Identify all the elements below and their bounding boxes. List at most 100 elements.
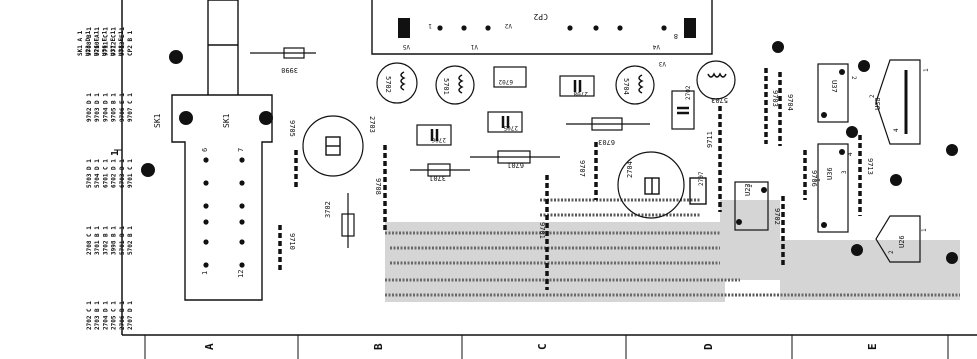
svg-text:U26: U26 [898,235,906,248]
svg-text:1: 1 [815,178,822,182]
mount-hole [141,163,155,177]
resistor-3702: 3702 [324,193,355,248]
svg-text:1: 1 [923,68,930,72]
jumper-9713-label: 9713 [866,158,874,175]
jumper-9711-label: 9711 [706,131,714,148]
svg-text:2: 2 [850,76,857,80]
jumper-9706-label: 9706 [810,170,818,187]
cp2-pin-v1: V1 [470,43,478,50]
coil-5703: 5703 [696,60,736,104]
grid-column-a: A [203,343,216,350]
r3998-body [283,47,305,59]
jumper-9701-label: 9701 [538,222,546,239]
mount-hole [858,60,870,72]
resistor-6701: 6701 [470,150,560,169]
ic-u23: U23 1 [734,181,769,231]
svg-text:2: 2 [869,94,876,98]
mount-hole [946,144,958,156]
copper-dither [385,200,960,302]
cp2-pin-v4: V4 [652,43,660,50]
svg-text:U36: U36 [826,167,834,180]
svg-text:2704: 2704 [626,161,634,178]
svg-text:1: 1 [747,184,754,188]
svg-text:6701: 6701 [507,161,524,169]
mount-hole [946,252,958,264]
cp2-label: CP2 [533,12,548,21]
copper-traces [385,198,960,297]
svg-text:4: 4 [893,128,900,132]
jumpers [278,68,862,290]
grid-row-1: 1 [110,150,121,156]
svg-text:2705: 2705 [503,124,518,131]
sk1-pin7-label: 7 [237,148,245,152]
jumper-9702-label: 9702 [773,208,781,225]
cp2-outline [371,0,713,55]
cp2-pin-v5: V5 [402,43,410,50]
sk1-pin12-label: 12 [237,270,245,278]
sk1-pin1-label: 1 [201,271,209,275]
svg-text:3702: 3702 [324,201,332,218]
cp2-pin-v3: V3 [658,60,666,67]
cp2-key [398,18,410,38]
svg-text:2706: 2706 [431,136,446,143]
svg-text:U37: U37 [830,80,838,93]
ic-u37: U37 2 [817,63,857,123]
cp2-pin1: 1 [428,22,432,29]
grid-column-b: B [372,343,385,350]
resistor-3701: 3701 [410,163,470,182]
sk1-mount-hole [259,111,273,125]
sk1-pins [203,157,245,268]
jumper-9704-label: 9704 [786,94,794,111]
capacitor-6702: 6702 [493,66,527,88]
coil-5702: 5702 [376,62,418,104]
cp2-pin8: 8 [674,32,678,40]
ic-u26: U26 2 1 [875,215,928,263]
svg-text:6703: 6703 [598,138,615,146]
svg-text:2707: 2707 [698,171,705,186]
reference-entry: U37 E 1 [109,30,117,56]
svg-text:2702: 2702 [685,85,692,100]
svg-text:U38: U38 [874,97,882,110]
svg-text:6702: 6702 [498,78,513,85]
grid-column-c: C [536,343,549,350]
svg-text:5701: 5701 [442,78,450,95]
svg-text:1: 1 [921,228,928,232]
sk1-pin6-label: 6 [201,148,209,152]
jumper-9703-label: 9703 [771,90,779,107]
mount-hole [846,126,858,138]
cp2-key [684,18,696,38]
capacitor-2703: 2703 [302,115,376,177]
svg-text:U23: U23 [744,183,752,196]
jumper-9705-label: 9705 [288,120,296,137]
grid-column-e: E [866,343,879,350]
grid-column-d: D [702,343,715,350]
cp2-pins [437,25,667,31]
mount-hole [851,244,863,256]
svg-text:3701: 3701 [429,174,446,182]
jumper-9707-label: 9707 [578,160,586,177]
ic-u38: U38 1 2 4 [869,59,930,145]
coil-5704: 5704 [615,65,655,105]
sk1-outline [171,0,273,301]
sk1-mount-hole [179,111,193,125]
svg-text:5703: 5703 [711,96,728,104]
capacitor-2702: 2702 [671,85,695,130]
reference-entry: U26 E 1 [93,30,101,56]
capacitor-2706: 2706 [416,124,452,146]
coil-5701: 5701 [435,65,475,105]
svg-text:4: 4 [847,152,854,156]
reference-entry: U36 E 1 [101,30,109,56]
ic-u36: U36 1 3 4 [815,143,854,233]
mount-hole [890,174,902,186]
capacitor-2708: 2708 [559,75,595,97]
resistor-6703: 6703 [566,117,650,146]
capacitor-2707: 2707 [689,171,707,205]
cp2-pin-v2: V2 [504,22,512,29]
capacitor-2704: 2704 [617,151,685,219]
svg-text:5704: 5704 [622,78,630,95]
sk1-label: SK1 [153,113,162,128]
reference-entry: U23 D 1 [85,30,93,56]
reference-entry: SK1 A 1 [77,30,84,56]
reference-entry: U38 E 1 [118,30,126,56]
